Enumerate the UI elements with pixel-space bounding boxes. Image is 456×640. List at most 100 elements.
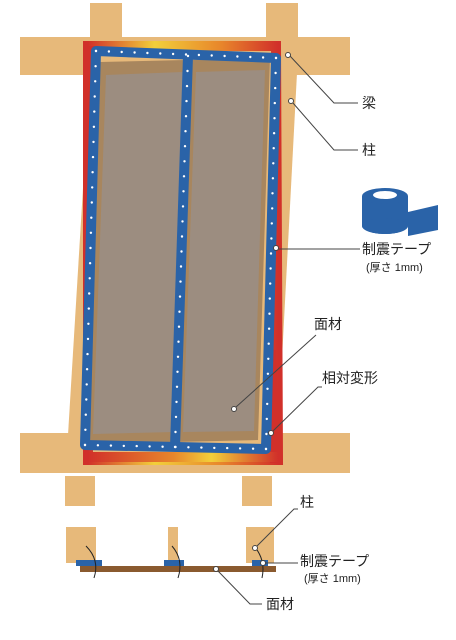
tape-dot xyxy=(109,444,113,447)
tape-dot xyxy=(94,80,97,83)
tape-dot xyxy=(133,51,136,54)
tape-dot xyxy=(266,387,269,390)
leader-lines-top xyxy=(231,52,360,436)
tape-dot xyxy=(266,402,269,406)
tape-dot xyxy=(87,322,90,325)
tape-dot xyxy=(180,235,184,238)
tape-dot xyxy=(85,383,88,386)
tape-dot xyxy=(251,447,255,450)
tape-dot xyxy=(186,54,190,58)
tape-roll-icon xyxy=(362,188,438,236)
tape-dot xyxy=(107,50,111,53)
tape-dot xyxy=(91,155,95,159)
tape-dot xyxy=(267,342,270,345)
tape-dot xyxy=(183,160,186,163)
column-label-bottom: 柱 xyxy=(300,494,314,510)
tape-dot xyxy=(89,246,92,250)
column-stub-top-left xyxy=(90,3,122,37)
tape-dot xyxy=(94,65,97,68)
panel-right xyxy=(183,70,265,432)
tape-dot xyxy=(269,282,272,285)
tape-dot xyxy=(181,220,184,223)
tape-dot xyxy=(267,357,270,360)
tape-dot xyxy=(187,446,190,449)
tape-dot xyxy=(184,130,187,133)
section-tape-center xyxy=(164,560,184,566)
tape-dot xyxy=(161,445,164,448)
tape-dot xyxy=(213,446,216,450)
tape-dot xyxy=(269,267,272,270)
tape-dot xyxy=(265,417,268,421)
tape-dot xyxy=(226,446,229,450)
tape-dot xyxy=(174,415,178,419)
tape-dot xyxy=(184,53,188,56)
tape-dot xyxy=(84,428,87,431)
tape-dot xyxy=(223,54,226,58)
tape-dot xyxy=(85,368,89,371)
tape-dot xyxy=(197,53,201,57)
tape-dot xyxy=(238,447,242,450)
tape-dot xyxy=(268,297,271,300)
tape-dot xyxy=(177,325,181,328)
tape-dot xyxy=(272,132,276,135)
tape-dot xyxy=(274,56,278,60)
section-column-left xyxy=(66,527,96,563)
tape-dot xyxy=(174,430,177,434)
tape-dot xyxy=(92,140,95,144)
tape-dot xyxy=(179,280,182,283)
tape-dot xyxy=(249,55,252,59)
tape-dot xyxy=(269,252,273,255)
tape-dot xyxy=(261,56,265,59)
tape-dot xyxy=(85,398,88,401)
tape-dot xyxy=(179,265,183,268)
tape-dot xyxy=(83,443,87,447)
tape-dot xyxy=(183,145,187,148)
tape-dot xyxy=(84,413,88,416)
tape-dot xyxy=(148,445,151,448)
tape-dot xyxy=(86,337,90,341)
tape-dot xyxy=(180,250,183,253)
tape-dot xyxy=(185,84,189,88)
tape-dot xyxy=(268,312,271,315)
tape-dot xyxy=(270,222,273,225)
tape-dot xyxy=(146,51,149,55)
damping-tape-note-top: (厚さ 1mm) xyxy=(366,261,423,274)
tape-dot xyxy=(273,117,276,120)
tape-dot xyxy=(177,340,180,343)
tape-dot xyxy=(135,444,138,448)
tape-dot xyxy=(91,171,94,174)
tape-dot xyxy=(175,400,178,404)
tape-dot xyxy=(200,446,203,449)
tape-dot xyxy=(88,292,91,295)
tape-dot xyxy=(186,69,189,73)
deformation-bottom-strip xyxy=(88,452,278,462)
leader-lines-bottom xyxy=(213,508,298,605)
tape-dot xyxy=(271,207,274,210)
section-column-center xyxy=(168,527,178,563)
tape-dot xyxy=(86,352,89,356)
tape-dot xyxy=(272,162,275,165)
tape-dot xyxy=(267,327,271,330)
tape-dot xyxy=(264,447,268,451)
tape-dot xyxy=(274,71,277,75)
tape-dot xyxy=(90,216,93,219)
tape-dot xyxy=(210,54,213,57)
tape-dot xyxy=(271,177,275,180)
column-stub-bottom-left xyxy=(65,476,95,506)
tape-dot xyxy=(184,115,188,118)
tape-fastener-dots xyxy=(83,49,278,451)
tape-dot xyxy=(176,370,179,373)
tape-dot xyxy=(178,310,181,313)
tape-dot xyxy=(88,262,92,265)
panel-left xyxy=(93,72,183,434)
tape-dot xyxy=(87,307,91,310)
tape-dot xyxy=(92,125,96,128)
tape-dot xyxy=(173,445,177,449)
tape-dot xyxy=(182,175,186,178)
tape-dot xyxy=(272,147,275,150)
relative-deformation-label: 相対変形 xyxy=(322,370,378,386)
tape-dot xyxy=(265,432,268,436)
beam-label: 梁 xyxy=(362,95,376,111)
tape-dot xyxy=(122,444,126,448)
